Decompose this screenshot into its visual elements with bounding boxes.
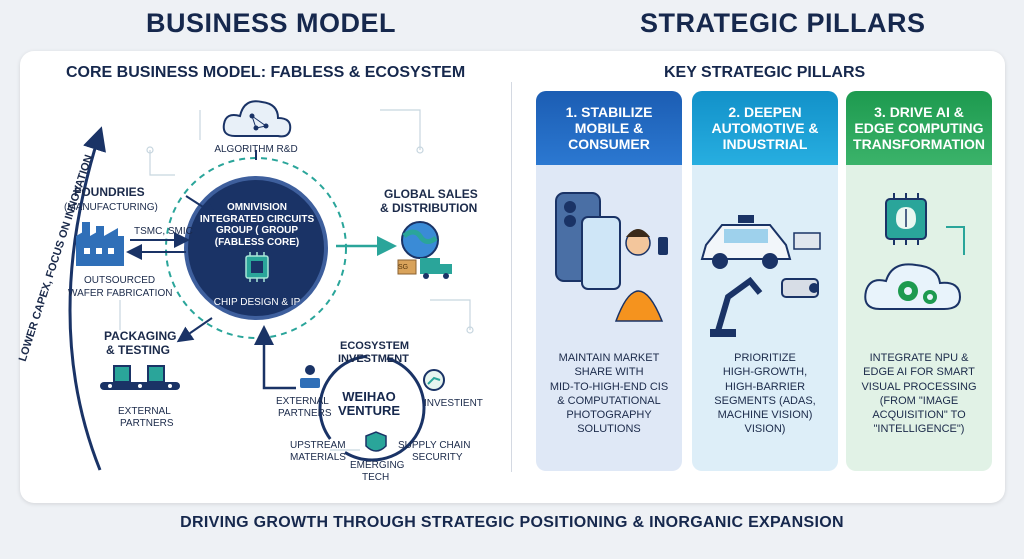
innovation-arc-arrow [68,126,106,471]
business-model-diagram [68,100,474,471]
pillar-3-desc-3: VISUAL PROCESSING [861,380,977,393]
packaging-title-1: PACKAGING [104,329,177,343]
pillar-1-h3: CONSUMER [568,136,650,153]
car-robot-illustration [700,215,821,337]
pillar-3-desc-1: INTEGRATE NPU & [869,352,969,364]
pillar-1-desc-5: PHOTOGRAPHY [566,409,652,422]
cloud-icon [222,100,292,138]
pillar-3-desc-5: ACQUISITION" TO [872,409,966,422]
pillar-automotive: 2. DEEPEN AUTOMOTIVE & INDUSTRIAL PRIORI… [692,91,838,471]
weihao-line-2: VENTURE [337,403,401,419]
eco-external-2: PARTNERS [278,408,332,419]
pillar-1-h2: MOBILE & [574,119,644,136]
factory-icon [76,222,124,266]
foundries-desc-1: OUTSOURCED [84,275,156,286]
circuit-lines-decor [119,109,474,451]
pillar-3-h3: TRANSFORMATION [853,136,985,153]
upstream-1: UPSTREAM [290,440,346,451]
conveyor-icon [100,365,180,390]
core-line-3: GROUP ( GROUP [215,225,299,236]
investient-label: INVESTIENT [424,398,483,409]
footer-tagline: DRIVING GROWTH THROUGH STRATEGIC POSITIO… [180,514,844,531]
pillar-2-desc-6: VISION) [744,423,786,436]
globe-icon [397,221,452,279]
supply-2: SECURITY [412,452,463,463]
pillar-2-h2: AUTOMOTIVE & [711,119,819,136]
arrow-foundries-core [185,195,218,217]
pillar-1-desc-4: & COMPUTATIONAL [557,394,661,407]
pillar-2-h1: 2. DEEPEN [728,103,802,120]
pillar-2-desc-5: MACHINE VISION) [717,409,813,422]
pillar-2-desc-4: SEGMENTS (ADAS, [714,394,816,407]
eco-title-1: ECOSYSTEM [340,340,410,352]
external-partners-1: EXTERNAL [118,406,171,417]
content-card [20,51,1005,503]
business-model-header: BUSINESS MODEL [146,8,397,38]
core-line-4: (FABLESS CORE) [214,236,300,248]
pillar-3-h1: 3. DRIVE AI & [874,103,964,120]
emerging-1: EMERGING [350,460,405,471]
smartphone-person-illustration [555,192,668,322]
foundries-title: FOUNDRIES [74,185,145,199]
arrow-core-packaging [176,317,213,343]
packaging-title-2: & TESTING [106,343,171,357]
ai-cloud-illustration [864,193,965,310]
pillars-title: KEY STRATEGIC PILLARS [664,64,866,81]
person-laptop-icon [300,365,320,388]
pillar-3-desc-6: "INTELLIGENCE") [873,423,965,436]
pillar-3-desc-4: (FROM "IMAGE [879,394,959,407]
pillar-1-desc-3: MID-TO-HIGH-END CIS [549,380,669,393]
foundries-sub: (MANUFACTURING) [64,202,158,213]
pillar-1-desc-1: MAINTAIN MARKET [558,352,660,364]
shield-icon [365,431,387,452]
pillar-ai-edge: 3. DRIVE AI & EDGE COMPUTING TRANSFORMAT… [846,91,992,471]
core-block: OMNIVISION INTEGRATED CIRCUITS GROUP ( G… [196,180,318,316]
box-label: SG [398,264,409,271]
core-desc: CHIP DESIGN & IP [213,297,301,308]
core-circle [184,176,328,320]
sales-title-2: & DISTRIBUTION [380,201,478,215]
sales-title-1: GLOBAL SALES [384,187,478,201]
pillar-3-h2: EDGE COMPUTING [854,119,984,136]
external-partners-2: PARTNERS [120,418,174,429]
pillar-2-desc-2: HIGH-GROWTH, [722,366,808,379]
core-line-2: INTEGRATED CIRCUITS [199,213,315,225]
chip-icon [245,252,269,282]
section-divider [511,82,512,472]
investment-icon [423,369,445,391]
arrow-eco-core [254,325,296,390]
pillar-2-header: 2. DEEPEN AUTOMOTIVE & INDUSTRIAL [692,91,838,165]
strategic-pillars-header: STRATEGIC PILLARS [640,8,926,38]
pillar-mobile: 1. STABILIZE MOBILE & CONSUMER MAINTAIN … [536,91,682,471]
weihao-venture: WEIHAO VENTURE [326,389,412,419]
pillar-2-desc: PRIORITIZE HIGH-GROWTH, HIGH-BARRIER SEG… [692,351,838,437]
weihao-line-1: WEIHAO [342,389,396,404]
pillar-3-desc-2: EDGE AI FOR SMART [863,366,975,379]
eco-external-1: EXTERNAL [276,396,329,407]
foundries-names: TSMC, SMIC [134,226,193,237]
pillar-3-desc: INTEGRATE NPU & EDGE AI FOR SMART VISUAL… [846,351,992,437]
foundries-desc-2: WAFER FABRICATION [68,288,173,299]
pillar-1-header: 1. STABILIZE MOBILE & CONSUMER [536,91,682,165]
emerging-2: TECH [362,472,390,483]
pillar-1-desc: MAINTAIN MARKET SHARE WITH MID-TO-HIGH-E… [536,351,682,437]
ecosystem-ring [318,354,426,462]
pillar-2-desc-3: HIGH-BARRIER [724,380,806,393]
pillar-1-h1: 1. STABILIZE [565,103,653,120]
business-model-title: CORE BUSINESS MODEL: FABLESS & ECOSYSTEM [66,64,466,81]
pillar-1-desc-6: SOLUTIONS [577,423,641,436]
pillar-2-h3: INDUSTRIAL [722,136,808,153]
upstream-2: MATERIALS [290,452,346,463]
supply-1: SUPPLY CHAIN [398,440,471,451]
core-line-1: OMNIVISION [226,202,287,213]
algorithm-label: ALGORITHM R&D [214,144,298,155]
pillar-1-desc-2: SHARE WITH [574,366,644,379]
eco-title-2: INVESTMENT [338,353,409,365]
pillar-3-header: 3. DRIVE AI & EDGE COMPUTING TRANSFORMAT… [846,91,992,165]
pillar-2-desc-1: PRIORITIZE [734,352,796,364]
